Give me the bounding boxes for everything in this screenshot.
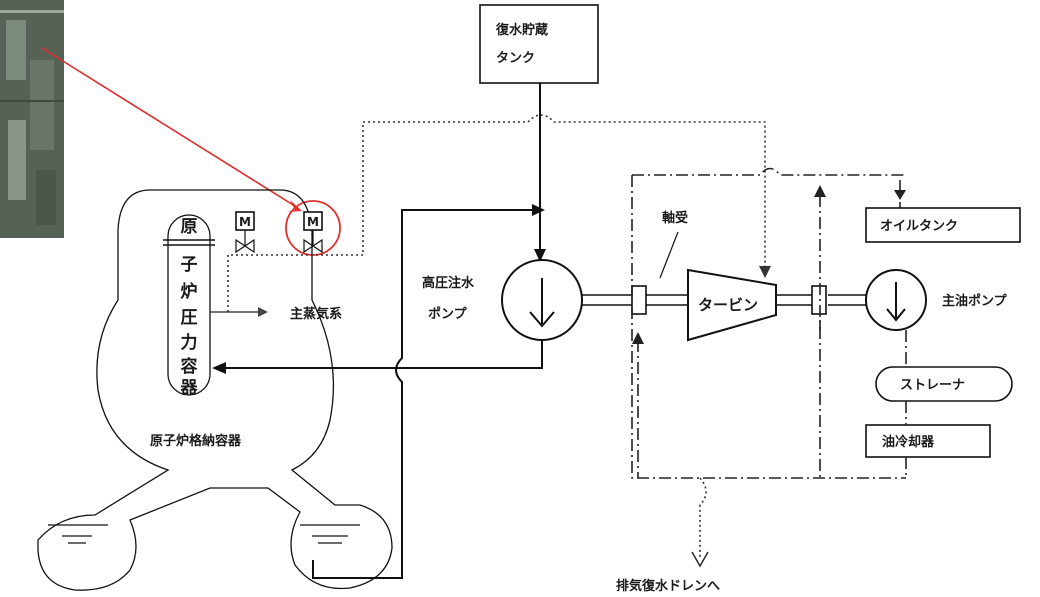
suppression-suction-line bbox=[312, 209, 535, 579]
oil-cooler: 油冷却器 bbox=[865, 424, 991, 458]
rpv-char-3: 炉 bbox=[181, 281, 198, 302]
rpv-char-6: 容 bbox=[181, 356, 198, 377]
rpv-char-4: 圧 bbox=[181, 308, 198, 328]
main-steam-line: 主蒸気系 bbox=[210, 306, 342, 322]
exhaust-drain-label: 排気復水ドレンへ bbox=[616, 578, 720, 594]
condensate-storage-tank: 復水貯蔵 タンク bbox=[479, 4, 599, 84]
valve-left: M bbox=[235, 211, 255, 254]
rpv-char-1: 原 bbox=[181, 217, 198, 237]
exhaust-drain-line bbox=[699, 477, 707, 558]
strainer: ストレーナ bbox=[875, 366, 1013, 402]
oil-up-arrow bbox=[814, 185, 826, 197]
turbine-label: タービン bbox=[698, 296, 758, 314]
rpv-char-2: 子 bbox=[181, 255, 198, 275]
cst-label-line2: タンク bbox=[496, 51, 535, 66]
suction-arrow bbox=[532, 204, 545, 216]
oil-system-boundary bbox=[631, 167, 906, 479]
cst-supply-arrow bbox=[534, 249, 546, 262]
strainer-label: ストレーナ bbox=[900, 378, 965, 393]
svg-text:M: M bbox=[307, 215, 319, 229]
bearing-label-group: 軸受 bbox=[659, 210, 688, 279]
main-oil-pump: 主油ポンプ bbox=[865, 269, 1008, 331]
photo-inset bbox=[0, 0, 64, 238]
main-oil-pump-label: 主油ポンプ bbox=[942, 293, 1008, 309]
rpv-char-5: 力 bbox=[181, 332, 198, 353]
bearing-label: 軸受 bbox=[662, 210, 688, 226]
oil-tank-label: オイルタンク bbox=[880, 219, 958, 234]
oil-tank: オイルタンク bbox=[865, 207, 1021, 243]
drive-shaft bbox=[582, 294, 866, 306]
steam-supply-line bbox=[227, 114, 766, 312]
valve-right-highlighted: M bbox=[303, 211, 323, 254]
oil-cooler-label: 油冷却器 bbox=[882, 434, 935, 450]
exhaust-drain-arrow bbox=[691, 551, 709, 568]
cst-label-line1: 復水貯蔵 bbox=[495, 22, 548, 38]
containment-vessel: 原子炉格納容器 bbox=[37, 189, 393, 591]
injection-line bbox=[224, 340, 543, 369]
hpci-pump: 高圧注水 ポンプ bbox=[422, 259, 583, 341]
reactor-pressure-vessel: 原 子 炉 圧 力 容 器 bbox=[163, 214, 215, 398]
steam-to-turbine-arrow bbox=[759, 266, 771, 278]
rpv-char-7: 器 bbox=[180, 378, 199, 398]
main-steam-label: 主蒸気系 bbox=[290, 306, 342, 322]
oil-tank-arrow bbox=[894, 190, 906, 200]
bearing-right bbox=[811, 285, 827, 315]
turbine: タービン bbox=[687, 268, 777, 342]
containment-label: 原子炉格納容器 bbox=[150, 433, 242, 449]
bearing-oil-arrow bbox=[632, 332, 644, 344]
hpci-label-line2: ポンプ bbox=[428, 306, 468, 322]
svg-text:M: M bbox=[239, 215, 251, 229]
bearing-left bbox=[631, 285, 647, 315]
injection-arrow bbox=[212, 362, 226, 374]
hpci-label-line1: 高圧注水 bbox=[422, 275, 475, 291]
